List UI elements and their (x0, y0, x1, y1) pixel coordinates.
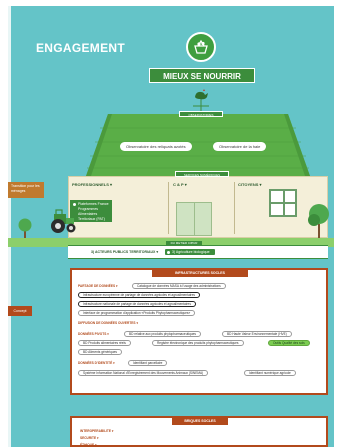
socles-header: BRIQUES SOCLES (172, 418, 228, 425)
observatory-item[interactable]: Observatoire des reliquats azotés (120, 142, 192, 151)
organic-farming-label: 3) Agriculture biologique (172, 250, 210, 254)
section-label: ENGAGEMENT (36, 41, 126, 55)
section-diffusion[interactable]: DIFFUSION DE DONNÉES OUVERTES ▾ (78, 321, 139, 325)
column-divider (168, 182, 169, 234)
tree-icon (308, 204, 329, 242)
public-actors-label[interactable]: 3) ACTEURS PUBLICS TERRITORIAUX ▾ (91, 250, 159, 254)
house-window (269, 189, 297, 217)
organic-farming-item[interactable]: 3) Agriculture biologique (165, 249, 215, 255)
governance-badge: DU METIER CŒUR (166, 241, 202, 246)
tree-icon (18, 218, 32, 240)
page-edge (8, 6, 11, 447)
infrastructures-header: INFRASTRUCTURES SOCLES (152, 270, 248, 277)
column-cp[interactable]: C & P ▾ (173, 182, 187, 187)
data-chip[interactable]: BD Produits alimentaires réels (78, 340, 131, 346)
data-chip[interactable]: Identifiant parcellaire (128, 360, 168, 366)
data-chip[interactable]: Interface de programmation d'application… (78, 310, 196, 316)
section-identite[interactable]: DONNÉES D'IDENTITÉ ▾ (78, 361, 115, 365)
platform-pat-label: Plateformes France Programmes Alimentair… (78, 202, 109, 221)
transition-tag[interactable]: Transition pour les ménages (8, 182, 44, 198)
engagement-map: ENGAGEMENT MIEUX SE NOURRIR OBSERVATOIRE… (8, 6, 334, 447)
socle-securite[interactable]: SECURITE ▾ (80, 436, 99, 440)
bullet-icon (73, 203, 76, 206)
data-chip[interactable]: Infrastructure nationale de partage de d… (78, 301, 196, 307)
data-chip[interactable]: BD Haute Valeur Environnementale (HVE) (222, 331, 292, 337)
data-chip[interactable]: Identifiant numérique agricole (244, 370, 296, 376)
data-chip[interactable]: BD relative aux produits phytopharmaceut… (124, 331, 201, 337)
column-professionnels[interactable]: PROFESSIONNELS ▾ (72, 182, 113, 187)
socle-interoperabilite[interactable]: INTEROPERABILITE ▾ (80, 429, 114, 433)
data-chip[interactable]: Système Information National d'Enregistr… (78, 370, 209, 376)
data-chip[interactable]: Infrastructure européenne de partage de … (78, 292, 200, 298)
observatory-item[interactable]: Observatoire de la haie (213, 142, 267, 151)
infrastructures-panel: INFRASTRUCTURES SOCLES PARTAGE DE DONNÉE… (70, 268, 328, 395)
concept-tag[interactable]: Concept (8, 306, 32, 316)
tractor-icon (51, 209, 76, 233)
data-chip-highlighted[interactable]: Outils Qualité des sols (268, 340, 310, 346)
data-chip[interactable]: BD Aliments génériques (78, 349, 123, 355)
section-partage[interactable]: PARTAGE DE DONNÉES ▾ (78, 284, 118, 288)
services-badge: SERVICES NUMÉRIQUES (175, 171, 229, 177)
house-roof (86, 114, 310, 176)
basket-icon (194, 39, 208, 54)
bullet-icon (167, 250, 170, 254)
main-banner: MIEUX SE NOURRIR (149, 68, 255, 83)
column-citoyens[interactable]: CITOYENS ▾ (238, 182, 262, 187)
platform-pat-item[interactable]: Plateformes France Programmes Alimentair… (70, 200, 112, 222)
column-divider (234, 182, 235, 234)
data-chip[interactable]: Registre électronique des produits phyto… (152, 340, 244, 346)
house-door (176, 202, 212, 236)
observatories-badge: OBSERVATOIRES (179, 111, 223, 117)
section-pivots[interactable]: DONNÉES PIVOTS ▾ (78, 332, 109, 336)
weathervane-rooster-icon (193, 89, 209, 111)
basket-logo-icon (186, 32, 216, 62)
socles-panel: BRIQUES SOCLES INTEROPERABILITE ▾ SECURI… (70, 416, 328, 447)
data-chip[interactable]: Catalogue de données MASA à l'usage des … (132, 283, 226, 289)
socle-ethique[interactable]: ÉTHIQUE ▾ (80, 443, 97, 447)
